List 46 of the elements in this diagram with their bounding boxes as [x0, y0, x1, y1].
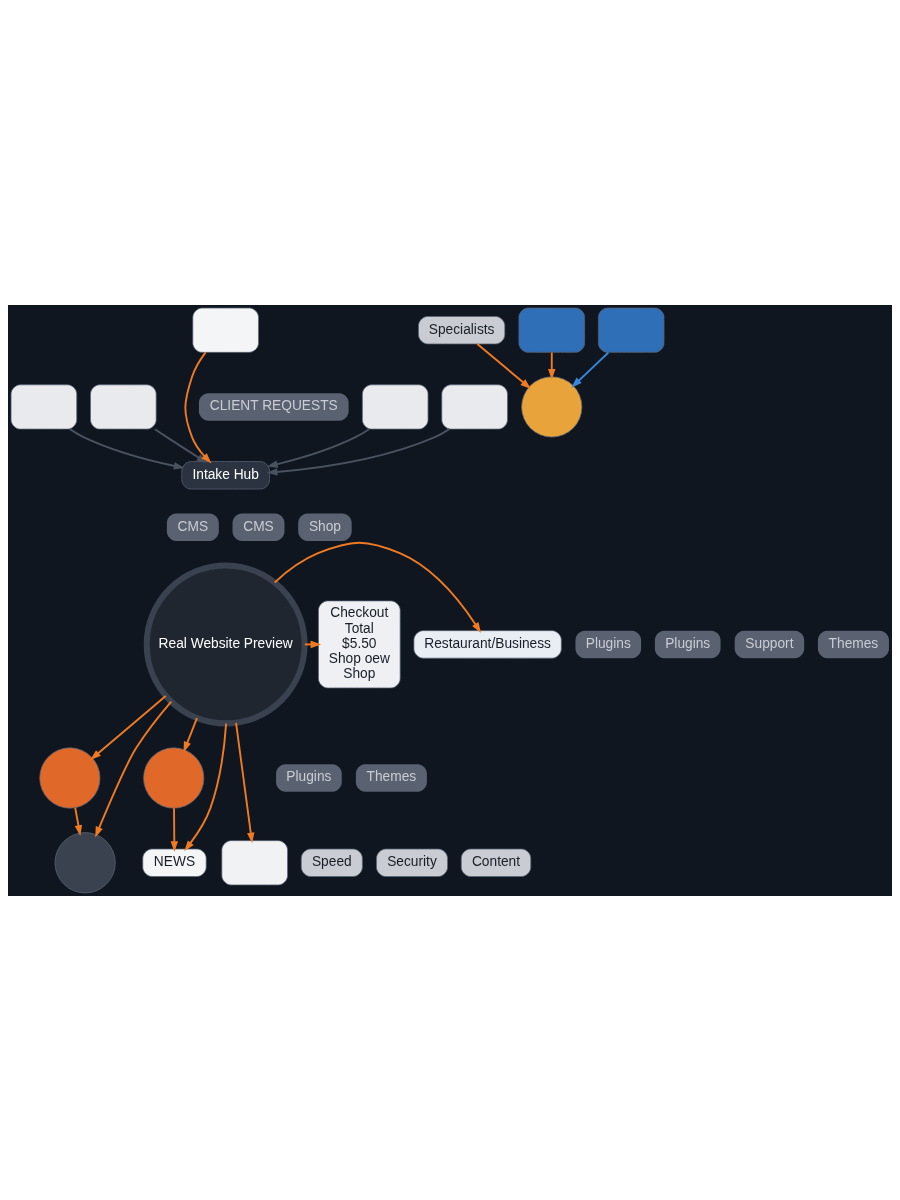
label: Shop: [308, 518, 341, 534]
label: Plugins: [286, 768, 332, 784]
arrow: [68, 427, 185, 470]
label: Support: [745, 635, 794, 651]
node-box: [10, 383, 78, 429]
node-box: [518, 307, 585, 353]
node-box: [441, 383, 508, 429]
node-box: Restaurant/Business: [413, 629, 562, 659]
arrow: [266, 427, 451, 476]
arrow: [184, 351, 212, 463]
node-box: [221, 839, 288, 885]
node-circle: [143, 746, 205, 809]
arrow: [170, 806, 179, 852]
arrow: [184, 722, 228, 851]
label: Themes: [366, 768, 417, 784]
arrow: [235, 721, 255, 843]
node-box: [192, 307, 259, 353]
node-box: [362, 383, 429, 429]
node-box: [90, 383, 157, 429]
arrow: [183, 716, 198, 752]
label: CMS: [177, 518, 209, 534]
node-box: [597, 307, 665, 353]
label: Themes: [828, 635, 879, 651]
node-box: Specialists: [418, 315, 506, 344]
arrow: [548, 351, 556, 380]
arrow: [153, 427, 208, 463]
node-circle: Real Website Preview: [143, 561, 308, 726]
node-box: NEWS: [142, 848, 207, 877]
label: Plugins: [665, 635, 711, 651]
label: CLIENT REQUESTS: [209, 397, 338, 413]
arrow: [95, 700, 173, 837]
node-label: Speed: [311, 853, 352, 869]
label: CMS: [243, 518, 274, 534]
label: Plugins: [585, 635, 631, 651]
arrow: [267, 427, 370, 468]
node-label: Security: [387, 853, 437, 869]
node-box: Intake Hub: [181, 460, 270, 489]
arrow: [571, 351, 610, 388]
node-circle: [54, 831, 116, 893]
node-box: Checkout Total $5.50 Shop oew Shop: [318, 600, 401, 688]
arrow: [273, 541, 482, 633]
arrow: [90, 694, 167, 760]
node-label: Content: [471, 853, 521, 869]
arrow: [74, 806, 83, 836]
arrow: [303, 640, 322, 648]
arrow: [476, 342, 532, 389]
